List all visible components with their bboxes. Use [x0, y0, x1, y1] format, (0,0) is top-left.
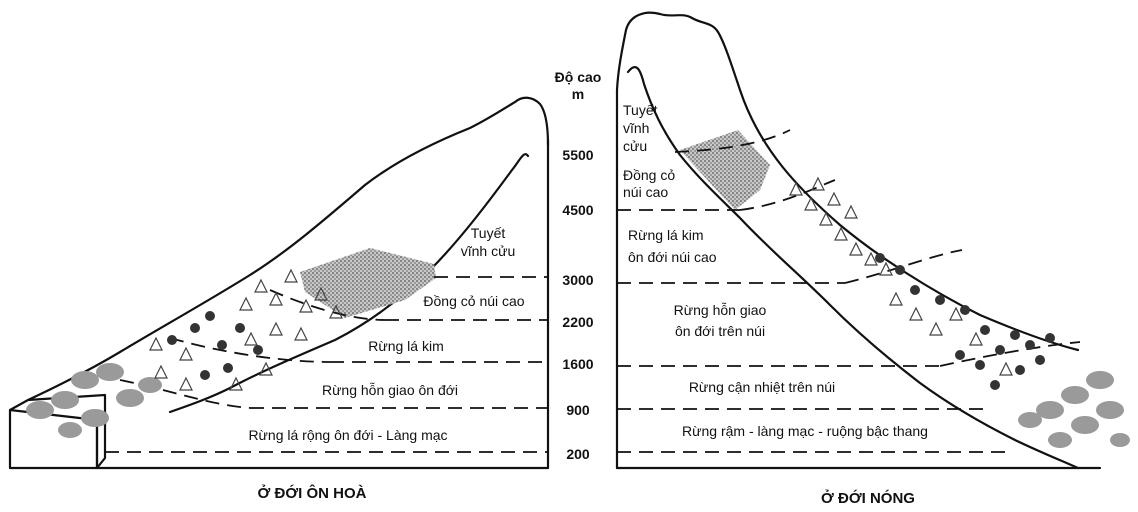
- temperate-caption: Ở ĐỚI ÔN HOÀ: [258, 484, 367, 502]
- altitude-unit: m: [572, 86, 584, 102]
- altitude-axis: Độ cao m 5500 4500 3000 2200 1600 900 20…: [555, 69, 602, 462]
- temperate-vegetation: [26, 268, 343, 438]
- tropical-ridge-line: [626, 66, 1080, 470]
- tropical-snow-label-1: Tuyết: [623, 102, 658, 118]
- temperate-meadow: [300, 248, 436, 318]
- tropical-mixed-label-1: Rừng hỗn giao: [674, 302, 767, 318]
- tropical-meadow-label-1: Đồng cỏ: [623, 167, 675, 183]
- tropical-mountain-outline: [615, 11, 1080, 470]
- altitude-tick-200: 200: [566, 446, 590, 462]
- altitude-tick-4500: 4500: [562, 202, 593, 218]
- tropical-mixed-label-2: ôn đới trên núi: [675, 323, 765, 339]
- temperate-snow-label-2: vĩnh cửu: [461, 243, 516, 259]
- tropical-conifer-label-1: Rừng lá kim: [628, 227, 704, 243]
- temperate-snow-label-1: Tuyết: [471, 225, 506, 241]
- tropical-snow-label-2: vĩnh: [623, 120, 649, 136]
- altitude-title: Độ cao: [555, 69, 602, 85]
- tropical-caption: Ở ĐỚI NÓNG: [821, 489, 915, 507]
- tropical-snow-label-3: cửu: [623, 138, 647, 154]
- altitude-tick-900: 900: [566, 402, 590, 418]
- temperate-broadleaf-label: Rừng lá rộng ôn đới - Làng mạc: [248, 427, 447, 443]
- tropical-mountain: [615, 11, 1102, 470]
- tropical-vegetation: [789, 176, 1130, 448]
- tropical-conifer-label-2: ôn đới núi cao: [628, 249, 717, 265]
- altitude-tick-3000: 3000: [562, 272, 593, 288]
- tropical-rainforest-label: Rừng rậm - làng mạc - ruộng bậc thang: [682, 423, 928, 439]
- temperate-mountain: [8, 96, 550, 470]
- altitude-tick-2200: 2200: [562, 314, 593, 330]
- temperate-mountain-outline: [26, 96, 550, 402]
- tropical-meadow-label-2: núi cao: [623, 184, 668, 200]
- altitude-tick-5500: 5500: [562, 147, 593, 163]
- altitude-tick-1600: 1600: [562, 356, 593, 372]
- temperate-ridge-line: [168, 153, 530, 414]
- temperate-meadow-label: Đồng cỏ núi cao: [423, 293, 524, 309]
- tropical-subtropical-label: Rừng cận nhiệt trên núi: [689, 379, 835, 395]
- temperate-mixed-forest-label: Rừng hỗn giao ôn đới: [322, 382, 458, 398]
- temperate-conifer-label: Rừng lá kim: [368, 338, 444, 354]
